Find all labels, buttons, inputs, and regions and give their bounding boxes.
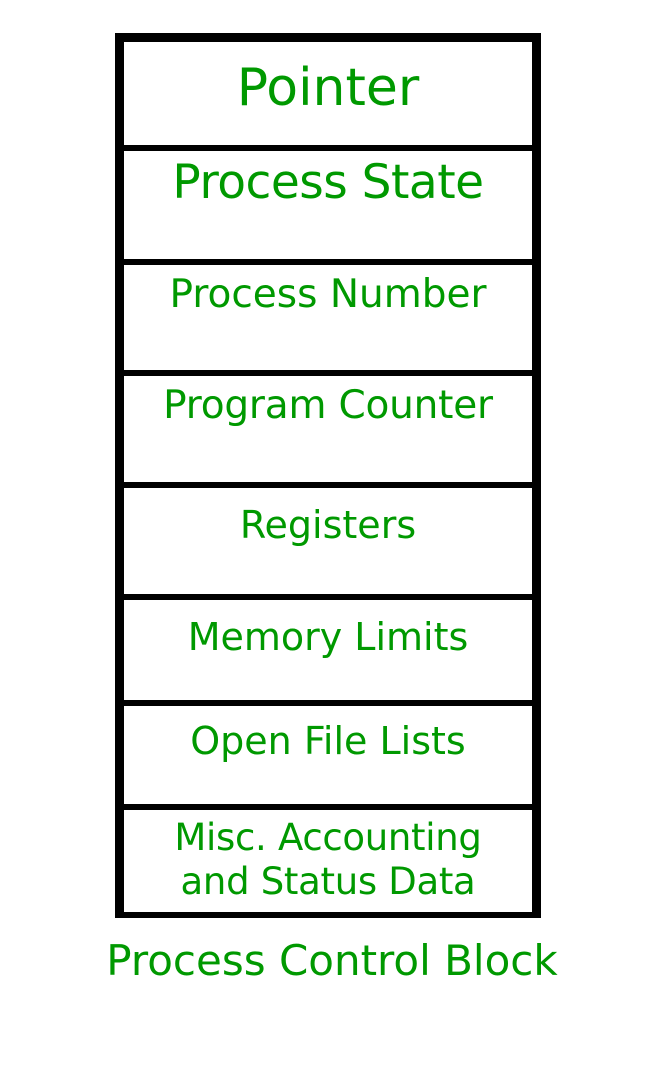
pcb-field-label-process-state: Process State [172,155,484,210]
pcb-field-label-misc-accounting-line-2: and Status Data [180,859,476,903]
pcb-field-label-program-counter: Program Counter [163,383,493,428]
pcb-field-process-number: Process Number [124,265,532,370]
pcb-field-label-process-number: Process Number [169,272,487,317]
pcb-field-open-file-lists: Open File Lists [124,706,532,804]
pcb-field-label-registers: Registers [239,503,417,547]
pcb-field-program-counter: Program Counter [124,376,532,482]
pcb-field-memory-limits: Memory Limits [124,600,532,700]
diagram-caption: Process Control Block [106,936,558,985]
pcb-field-label-memory-limits: Memory Limits [187,615,469,659]
pcb-field-process-state: Process State [124,151,532,259]
pcb-field-registers: Registers [124,488,532,594]
pcb-field-pointer: Pointer [124,42,532,145]
pcb-field-label-misc-accounting-line-1: Misc. Accounting [174,816,482,859]
pcb-field-label-open-file-lists: Open File Lists [190,719,466,763]
pcb-field-label-pointer: Pointer [236,58,420,118]
pcb-field-label-misc-accounting: Misc. Accounting and Status Data [124,816,532,903]
process-control-block-diagram: Pointer Process State Process Number Pro… [115,33,541,918]
pcb-field-misc-accounting: Misc. Accounting and Status Data [124,810,532,912]
